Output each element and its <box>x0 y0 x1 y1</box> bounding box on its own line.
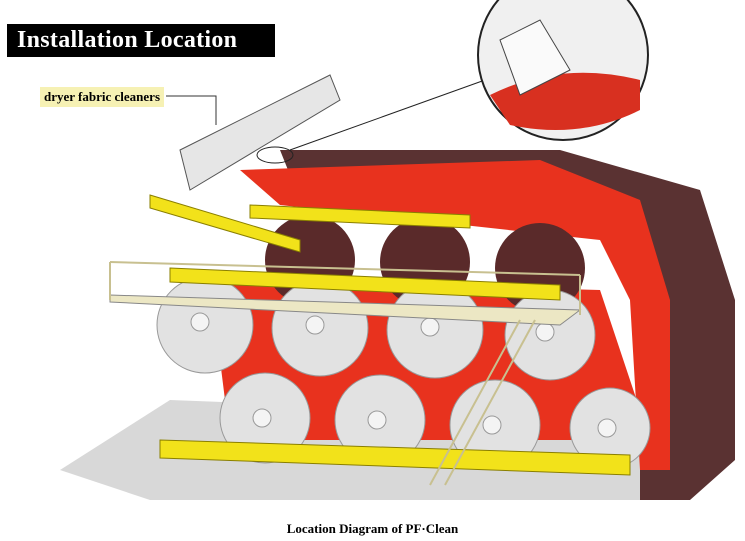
page-title: Installation Location <box>7 24 275 57</box>
detail-marker <box>256 146 294 164</box>
dryer-fabric-cleaner <box>179 74 341 191</box>
railing <box>109 261 581 486</box>
callout-leader-line <box>289 79 486 151</box>
dryer-fabric-cleaners-label: dryer fabric cleaners <box>40 87 164 107</box>
label-leader-line <box>166 95 217 125</box>
cleaner-head-detail <box>499 19 571 96</box>
yellow-frame <box>149 194 631 476</box>
diagram-caption: Location Diagram of PF·Clean <box>286 521 459 536</box>
